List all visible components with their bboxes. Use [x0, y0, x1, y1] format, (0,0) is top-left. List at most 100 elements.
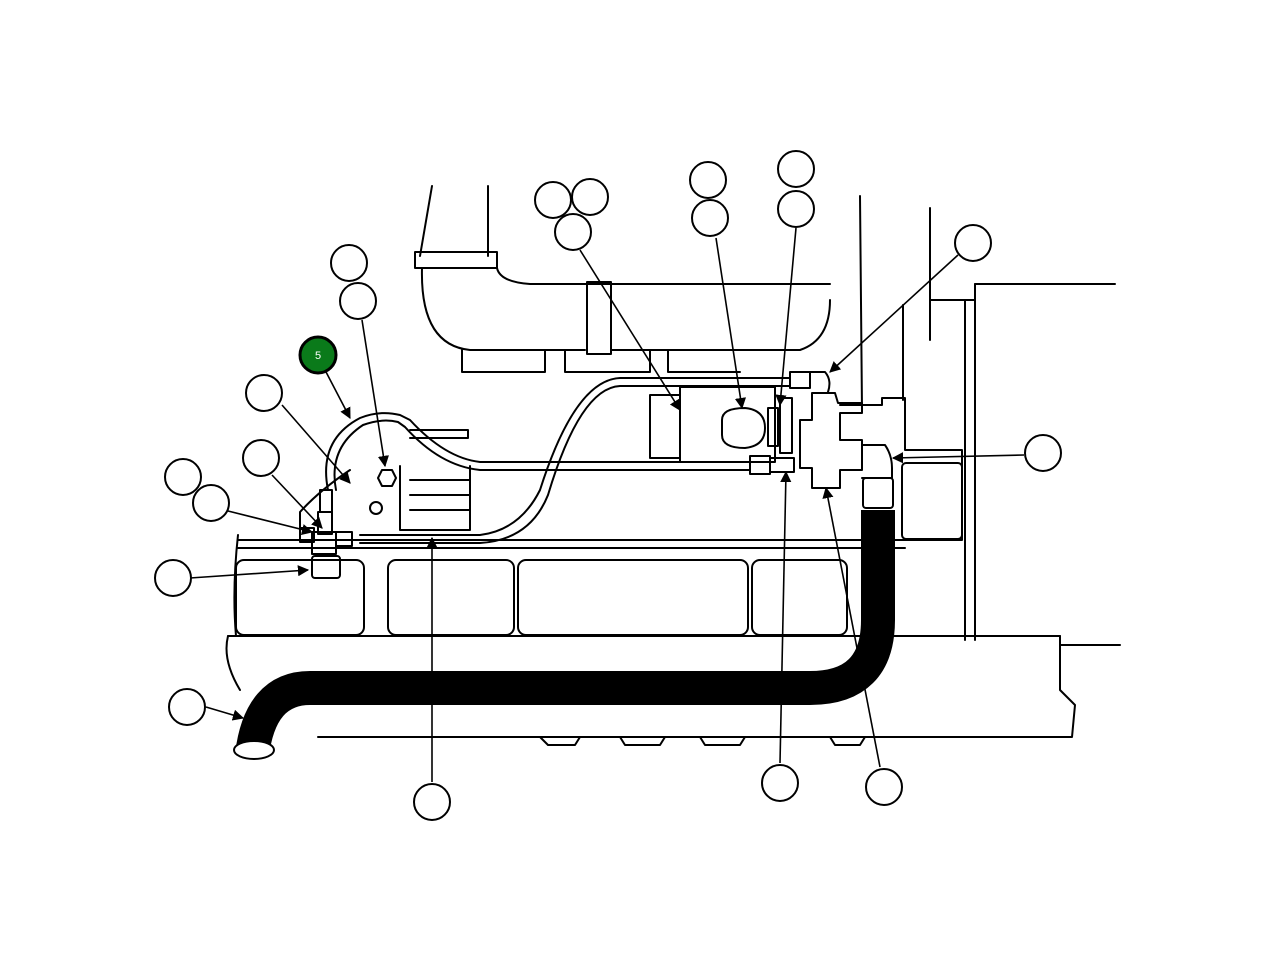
callout-bubble[interactable] [689, 161, 727, 199]
callout-leader-line [227, 510, 314, 535]
cover-plate [901, 462, 963, 540]
callout-leader-line [775, 227, 797, 407]
callout-circle[interactable] [761, 764, 799, 802]
callout-bubble[interactable] [192, 484, 230, 522]
callout-circle[interactable] [691, 199, 729, 237]
callout-bubble[interactable] [534, 181, 572, 219]
callout-bubble[interactable] [245, 374, 283, 412]
callout-circle[interactable] [571, 178, 609, 216]
callout-leader-line [281, 404, 351, 484]
callout-bubble[interactable] [242, 439, 280, 477]
pump-flange [649, 394, 681, 459]
callout-highlighted[interactable]: 5 [298, 335, 338, 375]
block-slot [409, 479, 471, 511]
callout-leader-line [891, 452, 1025, 464]
fitting [779, 397, 793, 454]
fitting [767, 407, 779, 447]
callout-bubble[interactable] [777, 190, 815, 228]
callout-bubble[interactable] [554, 213, 592, 251]
hose-fitting [862, 477, 894, 509]
callout-leader-line [361, 319, 389, 468]
frame-line [929, 283, 1116, 301]
callout-leader-line [822, 486, 881, 768]
callout-circle[interactable] [330, 244, 368, 282]
callout-bubble[interactable] [761, 764, 799, 802]
callout-leader-line [829, 254, 959, 373]
fitting [749, 455, 771, 475]
callout-circle[interactable] [777, 190, 815, 228]
callout-bubble[interactable] [164, 458, 202, 496]
fitting [789, 371, 811, 389]
callout-leader-line [205, 706, 245, 721]
pan-panel [387, 559, 515, 636]
frame-line [859, 195, 863, 411]
callout-circle[interactable] [339, 282, 377, 320]
tube-line [325, 412, 751, 491]
elbow-fitting [861, 444, 893, 479]
callout-circle[interactable] [242, 439, 280, 477]
callout-circle[interactable] [534, 181, 572, 219]
pan-panel [751, 559, 848, 636]
callout-bubble[interactable] [865, 768, 903, 806]
callout-leader-line [189, 565, 310, 579]
callout-leader-line [779, 470, 792, 764]
callout-circle[interactable] [245, 374, 283, 412]
mount-feet [539, 736, 866, 746]
callout-circle[interactable] [865, 768, 903, 806]
intake-elbow [496, 267, 831, 285]
callout-circle[interactable] [154, 559, 192, 597]
callout-leader-line [715, 237, 747, 410]
callout-circle[interactable] [192, 484, 230, 522]
base-rail [317, 635, 1076, 738]
callout-bubble[interactable] [777, 150, 815, 188]
callout-bubble[interactable] [571, 178, 609, 216]
tee-fitting [311, 531, 337, 555]
callout-bubble[interactable] [154, 559, 192, 597]
pipe-clamp [414, 251, 498, 269]
leader-lines [189, 227, 1025, 782]
callout-circle[interactable] [413, 783, 451, 821]
valve-body [799, 392, 863, 489]
callout-circle[interactable] [1024, 434, 1062, 472]
callout-circle[interactable] [689, 161, 727, 199]
tube-line [299, 469, 351, 529]
callout-bubble[interactable] [691, 199, 729, 237]
tube-line [409, 429, 469, 439]
base-rail [225, 635, 241, 691]
coolant-hose [233, 510, 895, 760]
callout-bubble[interactable] [168, 688, 206, 726]
tee-fitting [317, 511, 333, 535]
callout-bubble[interactable] [339, 282, 377, 320]
callout-label: 5 [315, 350, 321, 362]
duct-body [610, 299, 831, 351]
callout-circle[interactable] [777, 150, 815, 188]
hose-end [233, 740, 275, 760]
tube-line [359, 385, 791, 544]
hex-plug [377, 469, 397, 487]
intake-elbow [420, 267, 586, 351]
fitting [769, 457, 795, 473]
fitting [809, 371, 831, 393]
callout-circle[interactable] [168, 688, 206, 726]
pan-panel [517, 559, 749, 636]
callout-bubble[interactable] [330, 244, 368, 282]
block-top [399, 465, 471, 531]
pump-housing [679, 386, 776, 463]
callout-leader-line [579, 249, 681, 411]
callout-bubble[interactable] [1024, 434, 1062, 472]
callout-leader-line [324, 369, 351, 419]
callout-circle[interactable] [164, 458, 202, 496]
duct-lower [461, 349, 546, 373]
callout-bubble[interactable] [413, 783, 451, 821]
pump-bulb [721, 407, 766, 449]
intake-pipe [419, 185, 433, 257]
tee-fitting [319, 489, 333, 513]
duct-clamp [586, 281, 612, 355]
tee-fitting [311, 555, 341, 579]
callout-circle[interactable] [554, 213, 592, 251]
callout-bubble[interactable] [954, 224, 992, 262]
callout-circle[interactable] [298, 335, 338, 375]
callout-circle[interactable] [954, 224, 992, 262]
